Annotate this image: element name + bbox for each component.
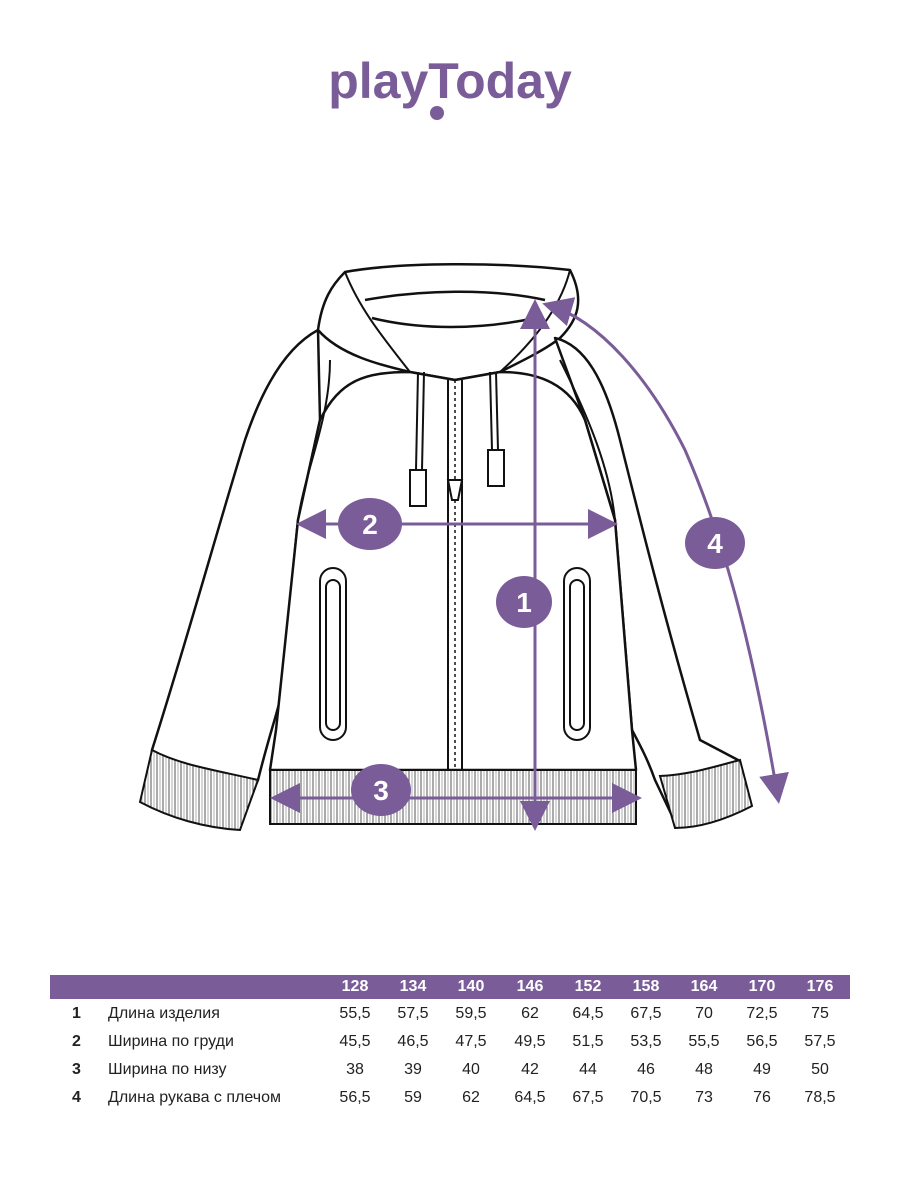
table-cell: 57,5 (397, 1005, 429, 1022)
logo-dot-icon (430, 106, 444, 120)
row-label: Ширина по низу (108, 1061, 227, 1078)
table-cell: 75 (811, 1005, 829, 1022)
table-cell: 64,5 (514, 1089, 546, 1106)
measure-badges: 1 2 3 4 (338, 498, 745, 816)
table-cell: 55,5 (339, 1005, 371, 1022)
size-header-cell: 152 (574, 978, 602, 995)
badge-3-text: 3 (373, 775, 389, 806)
row-number: 3 (72, 1061, 81, 1078)
table-cell: 48 (695, 1061, 713, 1078)
size-header-cell: 140 (457, 978, 485, 995)
row-label: Ширина по груди (108, 1033, 234, 1050)
brand-logo-text: playToday (328, 53, 572, 109)
measurements (270, 297, 789, 831)
jacket-outline (148, 263, 740, 825)
row-number: 2 (72, 1033, 81, 1050)
table-cell: 46,5 (397, 1033, 429, 1050)
size-header-row: 128 134 140 146 152 158 164 170 176 (50, 975, 850, 999)
table-cell: 56,5 (339, 1089, 371, 1106)
measure-4-line (542, 297, 789, 804)
left-cuff (138, 748, 260, 832)
size-header-cell: 158 (632, 978, 660, 995)
table-cell: 72,5 (746, 1005, 778, 1022)
row-label: Длина рукава с плечом (108, 1089, 281, 1106)
table-cell: 53,5 (630, 1033, 662, 1050)
table-cell: 50 (811, 1061, 829, 1078)
table-cell: 55,5 (688, 1033, 720, 1050)
table-cell: 70 (695, 1005, 713, 1022)
hood (316, 263, 580, 382)
table-cell: 46 (637, 1061, 655, 1078)
table-cell: 39 (404, 1061, 422, 1078)
badge-2 (338, 498, 402, 550)
badge-4 (685, 517, 745, 569)
table-row: 4 Длина рукава с плечом 56,5 59 62 64,5 … (50, 1085, 850, 1111)
table-cell: 70,5 (630, 1089, 662, 1106)
size-header-cell: 128 (341, 978, 369, 995)
jacket-diagram: 1 2 3 4 (138, 263, 789, 832)
hood-inner (364, 290, 546, 329)
row-label: Длина изделия (108, 1005, 220, 1022)
badge-1-text: 1 (516, 587, 532, 618)
table-cell: 49,5 (514, 1033, 546, 1050)
size-header-cell: 176 (806, 978, 834, 995)
row-number: 1 (72, 1005, 81, 1022)
size-header-cell: 134 (399, 978, 427, 995)
badge-1 (496, 576, 552, 628)
table-cell: 67,5 (630, 1005, 662, 1022)
drawstrings (409, 371, 505, 507)
table-cell: 59 (404, 1089, 422, 1106)
table-cell: 73 (695, 1089, 713, 1106)
table-cell: 49 (753, 1061, 771, 1078)
table-cell: 78,5 (804, 1089, 836, 1106)
brand-logo: playToday (328, 53, 572, 120)
left-sleeve (148, 328, 322, 822)
table-cell: 59,5 (455, 1005, 487, 1022)
table-cell: 45,5 (339, 1033, 371, 1050)
badge-2-text: 2 (362, 509, 378, 540)
table-row: 2 Ширина по груди 45,5 46,5 47,5 49,5 51… (50, 1029, 850, 1055)
table-cell: 47,5 (455, 1033, 487, 1050)
table-cell: 57,5 (804, 1033, 836, 1050)
table-cell: 42 (521, 1061, 539, 1078)
table-cell: 40 (462, 1061, 480, 1078)
badge-4-text: 4 (707, 528, 723, 559)
table-cell: 44 (579, 1061, 597, 1078)
badge-3 (351, 764, 411, 816)
table-cell: 51,5 (572, 1033, 604, 1050)
row-number: 4 (72, 1089, 81, 1106)
table-cell: 67,5 (572, 1089, 604, 1106)
size-header-cell: 146 (516, 978, 544, 995)
table-cell: 64,5 (572, 1005, 604, 1022)
table-cell: 38 (346, 1061, 364, 1078)
table-row: 3 Ширина по низу 38 39 40 42 44 46 48 49… (50, 1057, 850, 1083)
size-header-cell: 170 (748, 978, 776, 995)
zipper (446, 380, 464, 822)
table-cell: 62 (521, 1005, 539, 1022)
table-cell: 62 (462, 1089, 480, 1106)
table-cell: 56,5 (746, 1033, 778, 1050)
table-row: 1 Длина изделия 55,5 57,5 59,5 62 64,5 6… (50, 1001, 850, 1027)
size-table: 128 134 140 146 152 158 164 170 176 1 Дл… (50, 975, 850, 1111)
size-header-cell: 164 (690, 978, 718, 995)
table-cell: 76 (753, 1089, 771, 1106)
